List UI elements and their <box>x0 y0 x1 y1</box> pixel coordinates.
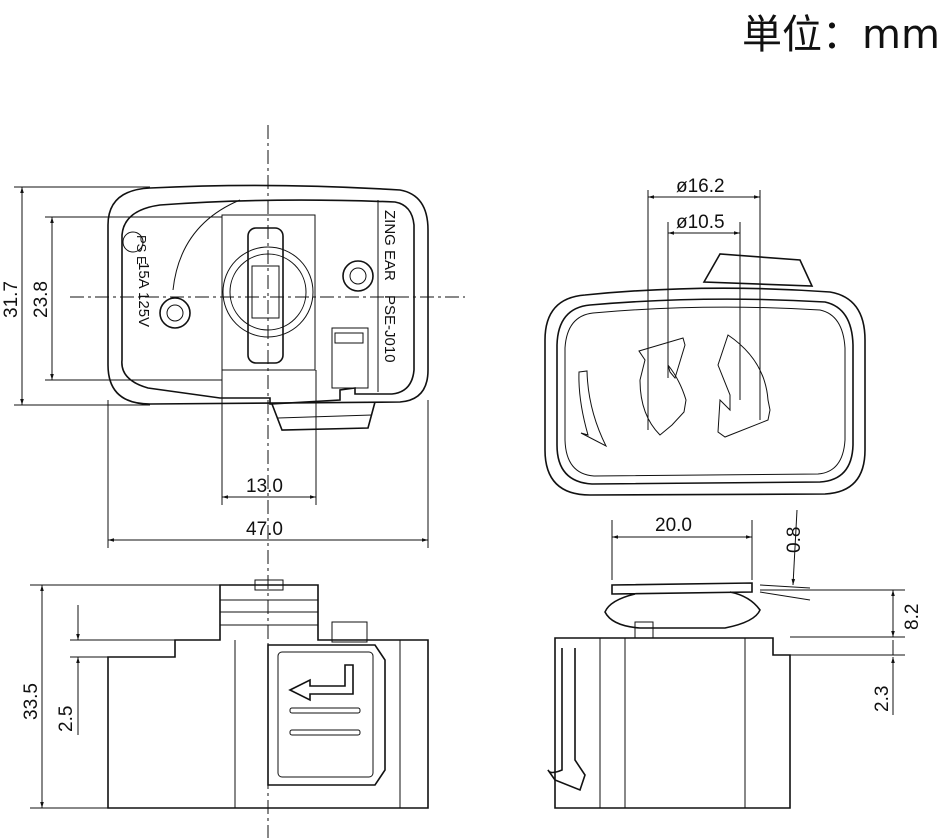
brand-marking: ZING EAR <box>381 210 398 281</box>
dim-height-total: 33.5 <box>21 683 42 720</box>
dim-height-inner: 23.8 <box>31 281 52 318</box>
dim-thickness: 0.8 <box>784 527 805 553</box>
model-marking: PSE-J010 <box>381 295 398 363</box>
pse-marking: PS E <box>134 235 149 265</box>
rating-marking: 15A 125V <box>135 262 152 327</box>
dim-width-outer: 47.0 <box>246 519 283 540</box>
top-view: PS E 15A 125V ZING EAR PSE-J010 31.7 23.… <box>1 125 465 838</box>
dim-width-side: 20.0 <box>655 515 692 536</box>
face-view: ø16.2 ø10.5 <box>544 176 866 496</box>
dim-step-side: 2.3 <box>872 686 893 712</box>
pse-mark-icon <box>122 231 144 253</box>
dim-step-front: 2.5 <box>56 706 77 732</box>
dim-outer-diameter: ø16.2 <box>676 176 725 197</box>
side-view: 20.0 0.8 8.2 2.3 <box>547 509 923 809</box>
unit-label: 単位：mm <box>742 12 940 58</box>
dim-inner-diameter: ø10.5 <box>676 212 725 233</box>
dim-width-inner: 13.0 <box>246 476 283 497</box>
dim-height-top: 8.2 <box>902 604 923 630</box>
dim-height-outer: 31.7 <box>1 281 22 318</box>
front-view: 33.5 2.5 <box>21 579 429 809</box>
